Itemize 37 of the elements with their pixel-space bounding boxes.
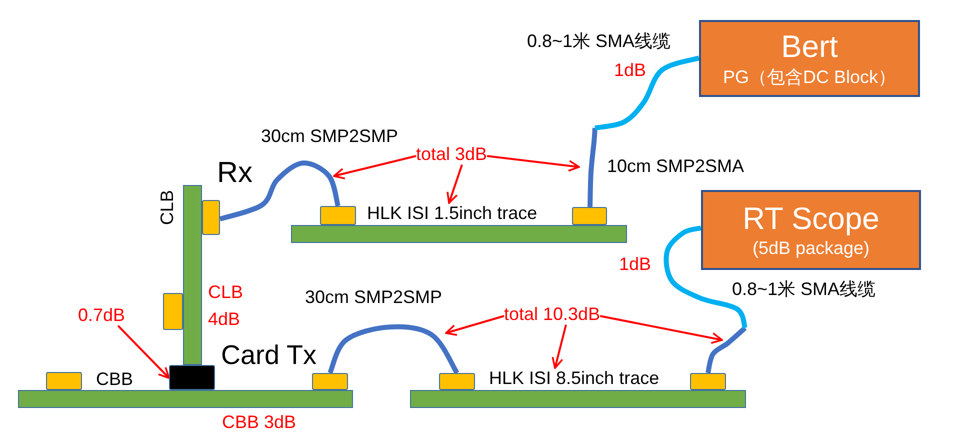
loss-label: CBB 3dB [222,412,296,433]
trace-label: HLK ISI 8.5inch trace [489,368,660,389]
instrument-name: RT Scope [742,200,880,236]
port-label: Card Tx [221,340,317,372]
port-label: Rx [217,157,252,190]
cable-label: 30cm SMP2SMP [261,126,398,147]
loss-label: total 10.3dB [504,304,600,325]
instrument-note: PG（包含DC Block） [722,66,896,88]
loss-label: 0.7dB [78,305,126,326]
cable [328,324,460,374]
cable [706,326,747,374]
arrow [445,315,504,336]
cable-label: 0.8~1米 SMA线缆 [527,31,671,52]
instrument-box [701,190,921,270]
cable [219,160,340,222]
arrow [117,325,170,379]
cable [594,56,700,130]
instrument-name: Bert [781,29,838,65]
cable-label: 0.8~1米 SMA线缆 [732,279,876,300]
arrow [600,315,723,344]
cable [664,226,748,329]
board-label: CLB [157,190,178,226]
arrow [486,155,580,172]
instrument-note: (5dB package) [752,238,870,260]
arrow [446,164,463,204]
cable-label: 10cm SMP2SMA [607,156,744,177]
loss-label: total 3dB [416,144,488,165]
board-label: CBB [96,369,134,390]
loss-label: 1dB [619,254,652,275]
cable-label: 30cm SMP2SMP [305,287,442,308]
loss-label: CLB 4dB [208,281,244,331]
loss-label: 1dB [614,60,646,81]
cable [588,128,598,208]
trace-label: HLK ISI 1.5inch trace [367,203,538,224]
instrument-box [699,20,920,97]
arrow [552,324,567,369]
arrow [333,155,416,180]
